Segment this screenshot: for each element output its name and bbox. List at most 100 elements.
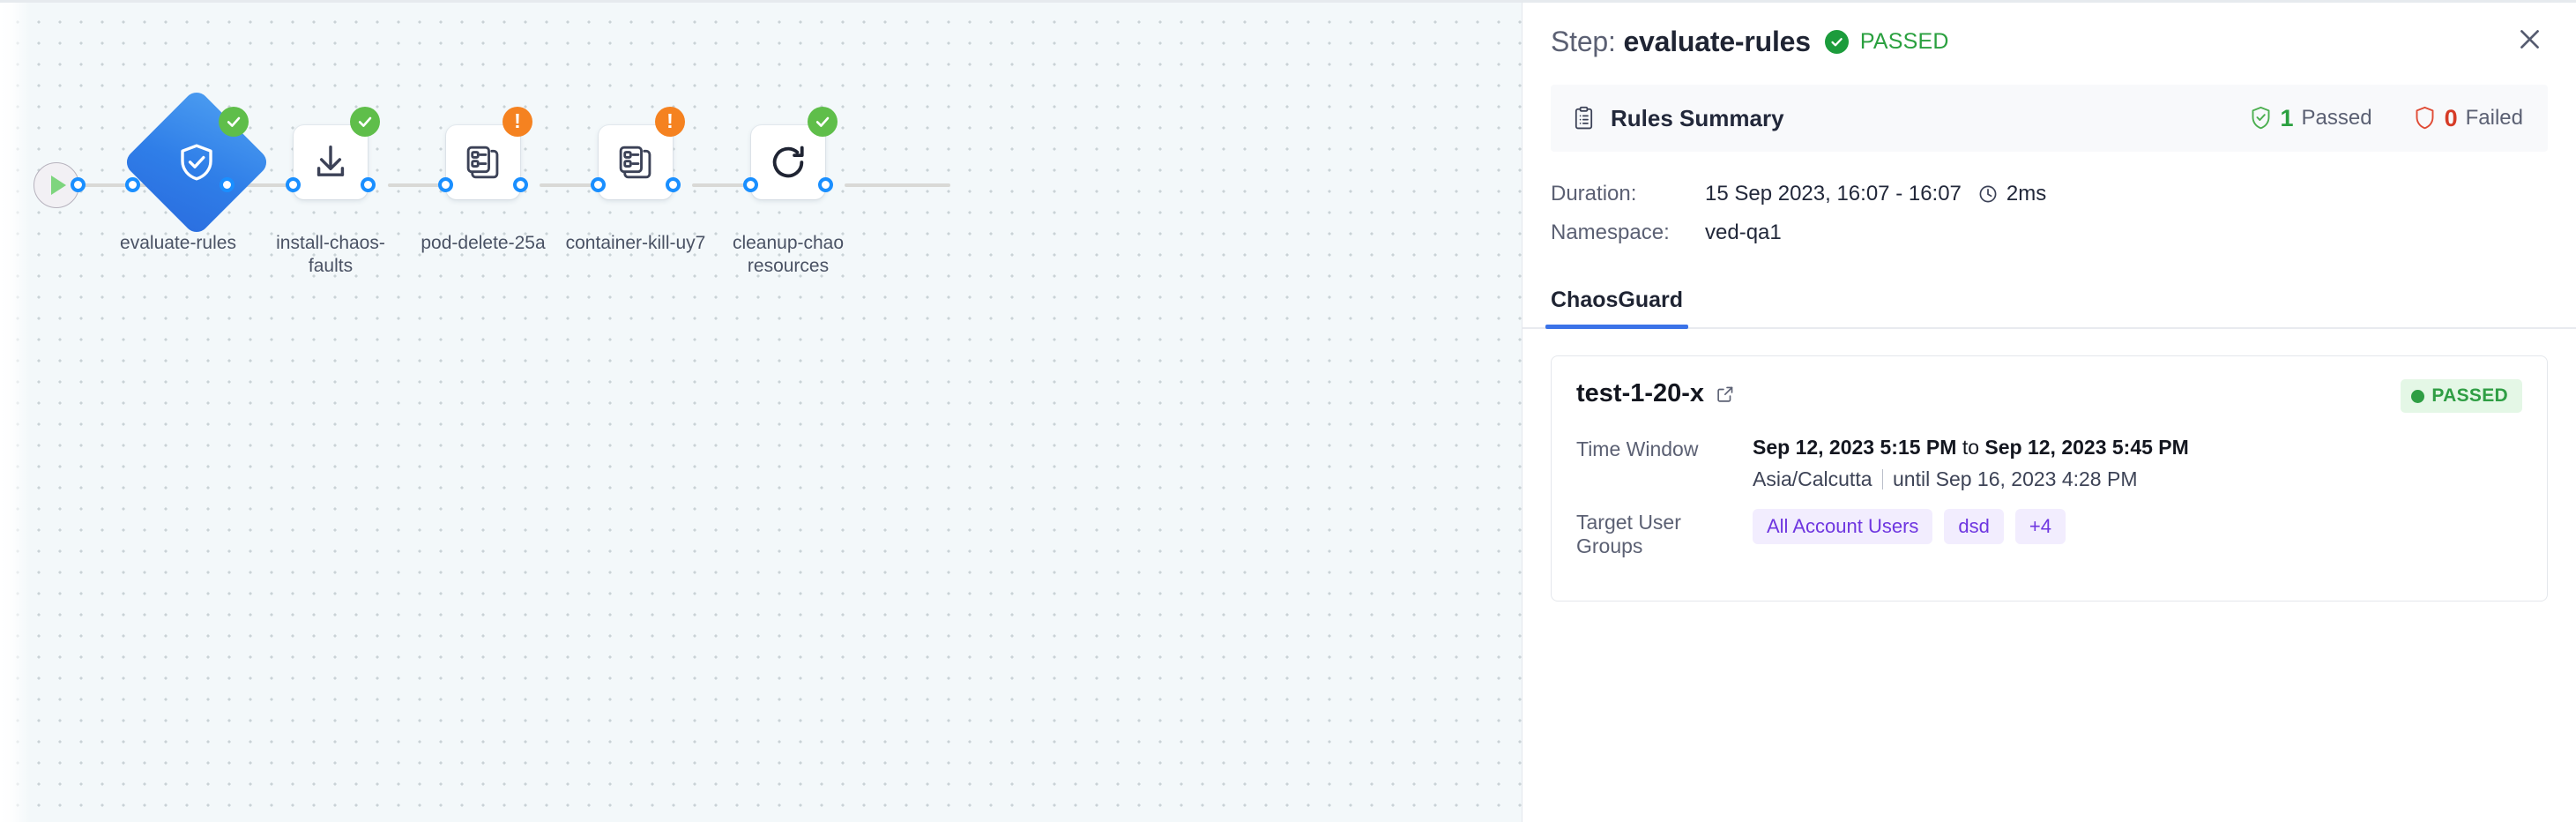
meta-row-duration: Duration: 15 Sep 2023, 16:07 - 16:07 2ms — [1551, 175, 2548, 213]
external-link-icon — [1717, 386, 1733, 402]
pipeline-graph: evaluate-rules install-chaos- faults — [0, 3, 1522, 822]
node-cleanup-chaos-resources[interactable] — [751, 125, 825, 199]
time-window-joiner: to — [1962, 436, 1979, 459]
close-icon — [2520, 29, 2539, 49]
node-label: container-kill-uy7 — [565, 233, 706, 253]
node-label: cleanup-chao resources — [732, 233, 845, 277]
time-window-range: Sep 12, 2023 5:15 PM to Sep 12, 2023 5:4… — [1753, 436, 2189, 460]
rules-summary-bar: Rules Summary 1 Passed 0 Failed — [1551, 85, 2548, 152]
port-dot[interactable] — [818, 177, 833, 192]
row-time-window: Time Window Sep 12, 2023 5:15 PM to Sep … — [1576, 436, 2522, 491]
port-dot[interactable] — [666, 177, 681, 192]
chaosguard-card: test-1-20-x PASSED Time W — [1551, 355, 2548, 602]
clock-glyph — [1979, 185, 1997, 203]
meta-row-namespace: Namespace: ved-qa1 — [1551, 213, 2548, 252]
check-icon — [227, 116, 241, 127]
chaosguard-name-group: test-1-20-x — [1576, 379, 2401, 408]
panel-header: Step: evaluate-rules PASSED — [1523, 3, 2576, 58]
chaosguard-status-badge: PASSED — [2401, 379, 2522, 413]
port-dot[interactable] — [743, 177, 758, 192]
rules-summary-label: Rules Summary — [1611, 104, 1784, 131]
time-window-end: Sep 12, 2023 5:45 PM — [1984, 436, 2189, 459]
page-title: Step: evaluate-rules — [1551, 26, 1811, 58]
status-badge: PASSED — [1859, 29, 1949, 54]
rules-failed-count: 0 — [2444, 104, 2458, 131]
duration-value-group: 15 Sep 2023, 16:07 - 16:07 2ms — [1705, 182, 2046, 206]
rules-summary-title-group: Rules Summary — [1572, 105, 2208, 132]
time-window-start: Sep 12, 2023 5:15 PM — [1753, 436, 1957, 459]
node-label: pod-delete-25a — [421, 233, 546, 253]
user-group-chip[interactable]: dsd — [1944, 509, 2004, 544]
status-badge-success — [219, 107, 249, 137]
duration-label: Duration: — [1551, 182, 1637, 206]
clock-icon — [1977, 183, 1999, 205]
shield-check-icon — [2252, 106, 2269, 130]
connector-line — [845, 183, 950, 187]
pipeline-canvas[interactable]: evaluate-rules install-chaos- faults — [0, 0, 1522, 822]
chaosguard-card-rows: Time Window Sep 12, 2023 5:15 PM to Sep … — [1576, 436, 2522, 558]
port-dot[interactable] — [220, 177, 235, 192]
chaosguard-card-header: test-1-20-x PASSED — [1576, 379, 2522, 413]
status-badge-warning: ! — [655, 107, 685, 137]
exclamation-icon: ! — [514, 109, 521, 132]
row-target-user-groups: Target User Groups All Account Users dsd… — [1576, 509, 2522, 558]
target-user-groups-chips: All Account Users dsd +4 — [1753, 509, 2066, 544]
time-window-value: Sep 12, 2023 5:15 PM to Sep 12, 2023 5:4… — [1753, 436, 2189, 491]
port-dot[interactable] — [286, 177, 301, 192]
node-pod-delete-25a[interactable] — [446, 125, 520, 199]
user-group-chip[interactable]: All Account Users — [1753, 509, 1933, 544]
rules-passed-count: 1 — [2280, 104, 2294, 131]
clipboard-list-icon — [1575, 106, 1593, 129]
time-window-timezone: Asia/Calcutta — [1753, 467, 1872, 490]
rules-passed-label: Passed — [2301, 106, 2372, 130]
step-title-name: evaluate-rules — [1623, 26, 1811, 57]
tab-chaosguard[interactable]: ChaosGuard — [1545, 277, 1689, 329]
status-badge-warning: ! — [503, 107, 532, 137]
status-dot-icon — [2411, 389, 2425, 403]
duration-elapsed: 2ms — [2006, 182, 2047, 206]
port-dot[interactable] — [125, 177, 140, 192]
chaos-fault-icon — [466, 146, 499, 179]
rules-passed-metric: 1 Passed — [2249, 105, 2372, 132]
node-label: evaluate-rules — [120, 233, 236, 253]
check-icon — [358, 116, 372, 127]
play-icon — [50, 176, 66, 195]
refresh-icon — [772, 146, 804, 178]
shield-icon — [2416, 106, 2434, 130]
node-container-kill-uy7[interactable] — [599, 125, 673, 199]
namespace-value: ved-qa1 — [1705, 220, 1782, 244]
rules-failed-label: Failed — [2465, 106, 2523, 130]
port-dot[interactable] — [513, 177, 528, 192]
chaosguard-status-label: PASSED — [2431, 385, 2508, 406]
step-meta: Duration: 15 Sep 2023, 16:07 - 16:07 2ms… — [1551, 175, 2548, 252]
status-badge-success — [350, 107, 380, 137]
status-badge-success — [808, 107, 838, 137]
port-dot[interactable] — [591, 177, 606, 192]
exclamation-icon: ! — [666, 109, 674, 132]
external-link-button[interactable] — [1716, 385, 1735, 404]
duration-range: 15 Sep 2023, 16:07 - 16:07 — [1705, 182, 1962, 206]
shield-check-icon — [181, 144, 212, 181]
target-user-groups-label: Target User Groups — [1576, 511, 1681, 557]
download-icon — [316, 146, 345, 176]
panel-tabs: ChaosGuard — [1523, 277, 2576, 329]
close-button[interactable] — [2509, 19, 2550, 59]
port-dot[interactable] — [71, 177, 86, 192]
node-label: install-chaos- faults — [276, 233, 385, 277]
user-group-chip-overflow[interactable]: +4 — [2014, 509, 2066, 544]
node-install-chaos-faults[interactable] — [294, 125, 368, 199]
time-window-label: Time Window — [1576, 437, 1699, 460]
check-icon — [1831, 38, 1843, 47]
status-check-icon — [1824, 30, 1849, 54]
step-title-lead: Step: — [1551, 26, 1616, 57]
time-window-until: until Sep 16, 2023 4:28 PM — [1893, 467, 2138, 490]
node-evaluate-rules[interactable] — [122, 87, 272, 237]
port-dot[interactable] — [438, 177, 453, 192]
chaos-fault-icon — [619, 146, 651, 179]
step-details-panel: Step: evaluate-rules PASSED — [1522, 0, 2576, 822]
time-window-subtext: Asia/Calcutta until Sep 16, 2023 4:28 PM — [1753, 467, 2189, 491]
rules-failed-metric: 0 Failed — [2413, 105, 2523, 132]
port-dot[interactable] — [361, 177, 376, 192]
chaosguard-name: test-1-20-x — [1576, 379, 1705, 407]
connector-line — [78, 183, 157, 187]
